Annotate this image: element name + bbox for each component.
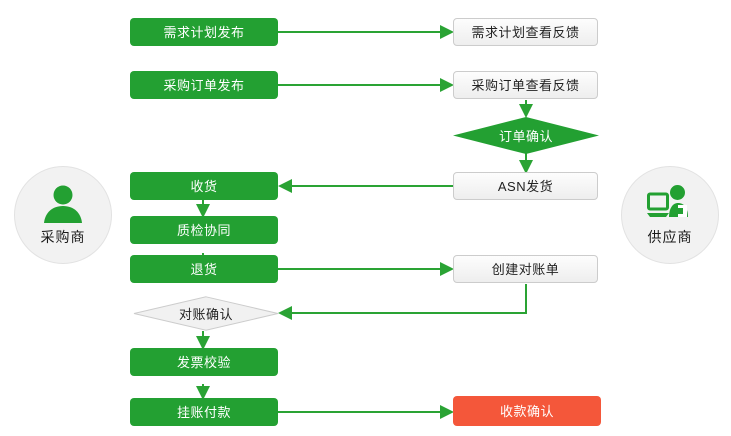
node-po-publish[interactable]: 采购订单发布 (130, 71, 278, 99)
node-statement-confirm[interactable]: 对账确认 (133, 296, 279, 331)
node-demand-plan-feedback[interactable]: 需求计划查看反馈 (453, 18, 598, 46)
node-receipt-confirm[interactable]: 收款确认 (453, 396, 601, 426)
node-label: 创建对账单 (491, 261, 560, 277)
node-order-confirm[interactable]: 订单确认 (453, 117, 599, 154)
node-create-statement[interactable]: 创建对账单 (453, 255, 598, 283)
actor-buyer-label: 采购商 (40, 229, 86, 245)
node-asn-ship[interactable]: ASN发货 (453, 172, 598, 200)
node-label: 挂账付款 (176, 404, 231, 420)
node-invoice-verify[interactable]: 发票校验 (130, 348, 278, 376)
node-label: 需求计划查看反馈 (471, 24, 580, 40)
node-label: 收款确认 (499, 403, 554, 419)
node-label: 退货 (190, 261, 218, 277)
node-demand-plan-publish[interactable]: 需求计划发布 (130, 18, 278, 46)
actor-supplier: 供应商 (621, 166, 719, 264)
person-at-computer-icon (647, 185, 688, 217)
node-label: 需求计划发布 (163, 24, 245, 40)
node-accrue-payment[interactable]: 挂账付款 (130, 398, 278, 426)
node-quality-collab[interactable]: 质检协同 (130, 216, 278, 244)
node-label: 收货 (190, 178, 218, 194)
actor-supplier-label: 供应商 (647, 229, 693, 245)
diamond-shape (133, 296, 279, 331)
actor-buyer: 采购商 (14, 166, 112, 264)
node-label: 质检协同 (176, 222, 231, 238)
diamond-shape (453, 117, 599, 154)
node-label: 采购订单查看反馈 (471, 77, 580, 93)
node-label: 采购订单发布 (163, 77, 245, 93)
node-label: ASN发货 (497, 178, 554, 194)
node-return-goods[interactable]: 退货 (130, 255, 278, 283)
node-label: 发票校验 (176, 354, 231, 370)
node-po-feedback[interactable]: 采购订单查看反馈 (453, 71, 598, 99)
node-receive-goods[interactable]: 收货 (130, 172, 278, 200)
person-icon (44, 185, 82, 223)
edge-statement-to-confirm (278, 284, 527, 320)
